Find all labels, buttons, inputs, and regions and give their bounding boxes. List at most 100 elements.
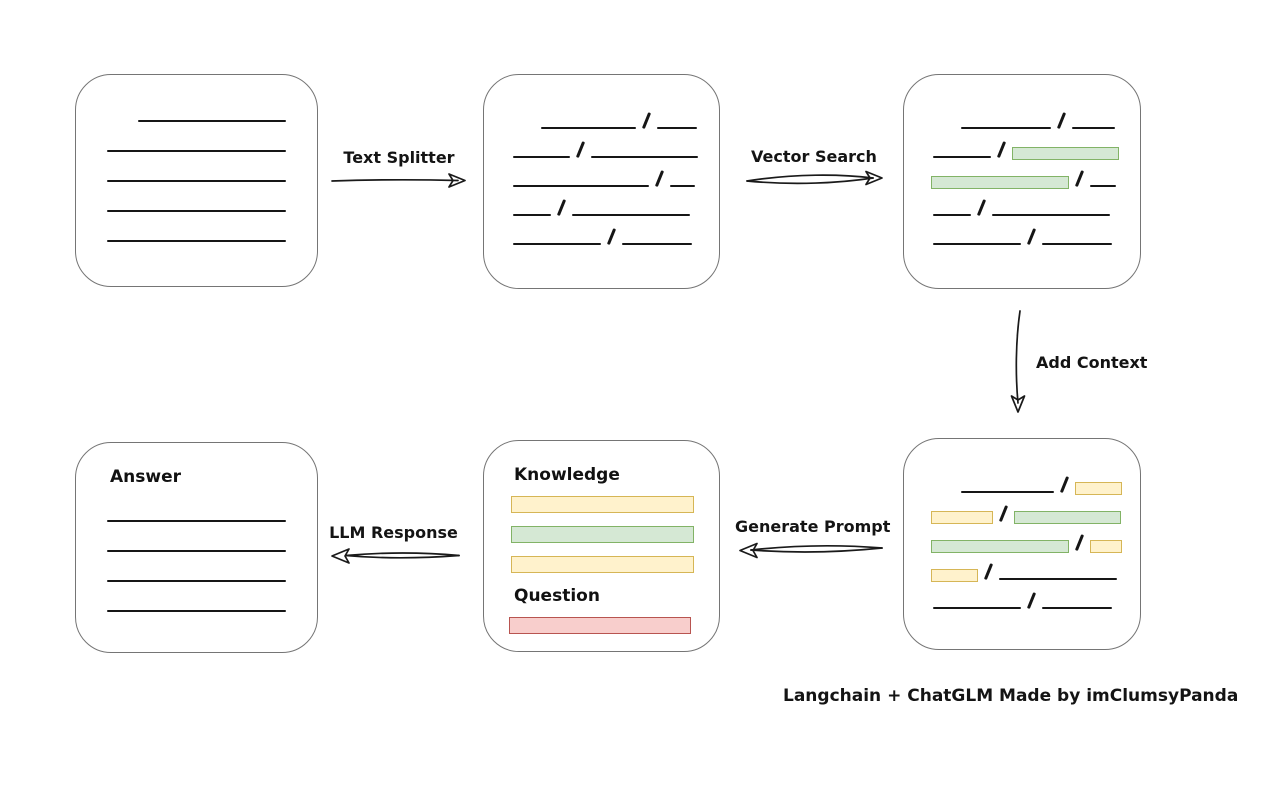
yellow-highlight-bar [511, 496, 694, 513]
chunk-row [107, 564, 317, 582]
chunk-row [961, 111, 1140, 129]
text-line [669, 185, 695, 187]
text-line [1089, 185, 1116, 187]
text-line [998, 578, 1117, 580]
text-line [107, 180, 286, 182]
slash-separator [1026, 592, 1036, 609]
yellow-highlight-bar [931, 511, 993, 524]
chunk-row [511, 496, 719, 513]
add-context-arrow [1010, 310, 1026, 413]
slash-separator [556, 199, 566, 216]
chunk-row [107, 594, 317, 612]
chunk-row [511, 556, 719, 573]
text-splitter-label: Text Splitter [343, 148, 455, 167]
red-highlight-bar [509, 617, 691, 634]
text-line [590, 156, 698, 158]
text-line [1041, 607, 1112, 609]
slash-separator [998, 505, 1008, 522]
slash-separator [654, 170, 664, 187]
answer-lines [107, 504, 317, 612]
slash-separator [976, 199, 986, 216]
chunk-row [511, 526, 719, 543]
vector-search-arrow [746, 170, 883, 186]
vector-search-result-box [903, 74, 1141, 289]
slash-separator [996, 141, 1006, 158]
caption-text: Langchain + ChatGLM Made by imClumsyPand… [783, 686, 1239, 706]
slash-separator [575, 141, 585, 158]
slash-separator [1059, 476, 1069, 493]
chunk-row [931, 533, 1140, 553]
slash-separator [1026, 228, 1036, 245]
text-line [107, 240, 286, 242]
knowledge-label: Knowledge [514, 465, 620, 485]
text-line [513, 214, 551, 216]
text-line [933, 607, 1021, 609]
text-line [138, 120, 286, 122]
chunk-row [961, 475, 1140, 495]
yellow-highlight-bar [1089, 540, 1122, 553]
chunk-row [933, 140, 1140, 160]
slash-separator [1074, 170, 1084, 187]
text-splitter-arrow [331, 173, 466, 188]
chunk-row [107, 504, 317, 522]
chunk-row [513, 227, 719, 245]
vector-search-label: Vector Search [751, 147, 877, 166]
answer-label: Answer [110, 467, 181, 487]
chunk-row [107, 164, 317, 182]
chunk-row [931, 562, 1140, 582]
green-highlight-bar [1011, 147, 1119, 160]
text-line [107, 520, 286, 522]
text-line [107, 580, 286, 582]
text-line [1071, 127, 1115, 129]
context-box [903, 438, 1141, 650]
slash-separator [983, 563, 993, 580]
chunk-row [513, 169, 719, 187]
context-chunk-rows [931, 475, 1140, 609]
generate-prompt-label: Generate Prompt [735, 517, 891, 536]
green-highlight-bar [511, 526, 694, 543]
chunk-row [933, 227, 1140, 245]
text-line [571, 214, 690, 216]
text-line [991, 214, 1110, 216]
chunk-row [107, 134, 317, 152]
text-line [513, 185, 649, 187]
chunk-row [931, 169, 1140, 189]
chunk-row [931, 504, 1140, 524]
question-bar [509, 617, 719, 634]
text-line [933, 156, 991, 158]
chunk-row [933, 198, 1140, 216]
add-context-label: Add Context [1036, 353, 1148, 372]
chunk-row [541, 111, 719, 129]
chunk-rows [513, 111, 719, 245]
yellow-highlight-bar [1074, 482, 1122, 495]
text-line [656, 127, 697, 129]
chunk-row [107, 194, 317, 212]
slash-separator [1056, 112, 1066, 129]
text-line [933, 214, 971, 216]
llm-response-arrow [331, 548, 460, 564]
text-line [1041, 243, 1112, 245]
chunk-row [933, 591, 1140, 609]
question-label: Question [514, 586, 600, 606]
slash-separator [1074, 534, 1084, 551]
chunk-row [107, 534, 317, 552]
text-line [541, 127, 636, 129]
text-line [107, 210, 286, 212]
text-line [513, 243, 601, 245]
yellow-highlight-bar [931, 569, 978, 582]
text-line [621, 243, 692, 245]
green-highlight-bar [1013, 511, 1121, 524]
knowledge-bars [511, 496, 719, 573]
document-box [75, 74, 318, 287]
retrieved-chunk-rows [931, 111, 1140, 245]
llm-response-label: LLM Response [329, 523, 458, 542]
yellow-highlight-bar [511, 556, 694, 573]
text-line [933, 243, 1021, 245]
document-lines [107, 104, 317, 242]
text-line [107, 610, 286, 612]
chunk-row [138, 104, 317, 122]
text-line [107, 150, 286, 152]
slash-separator [606, 228, 616, 245]
text-line [513, 156, 570, 158]
